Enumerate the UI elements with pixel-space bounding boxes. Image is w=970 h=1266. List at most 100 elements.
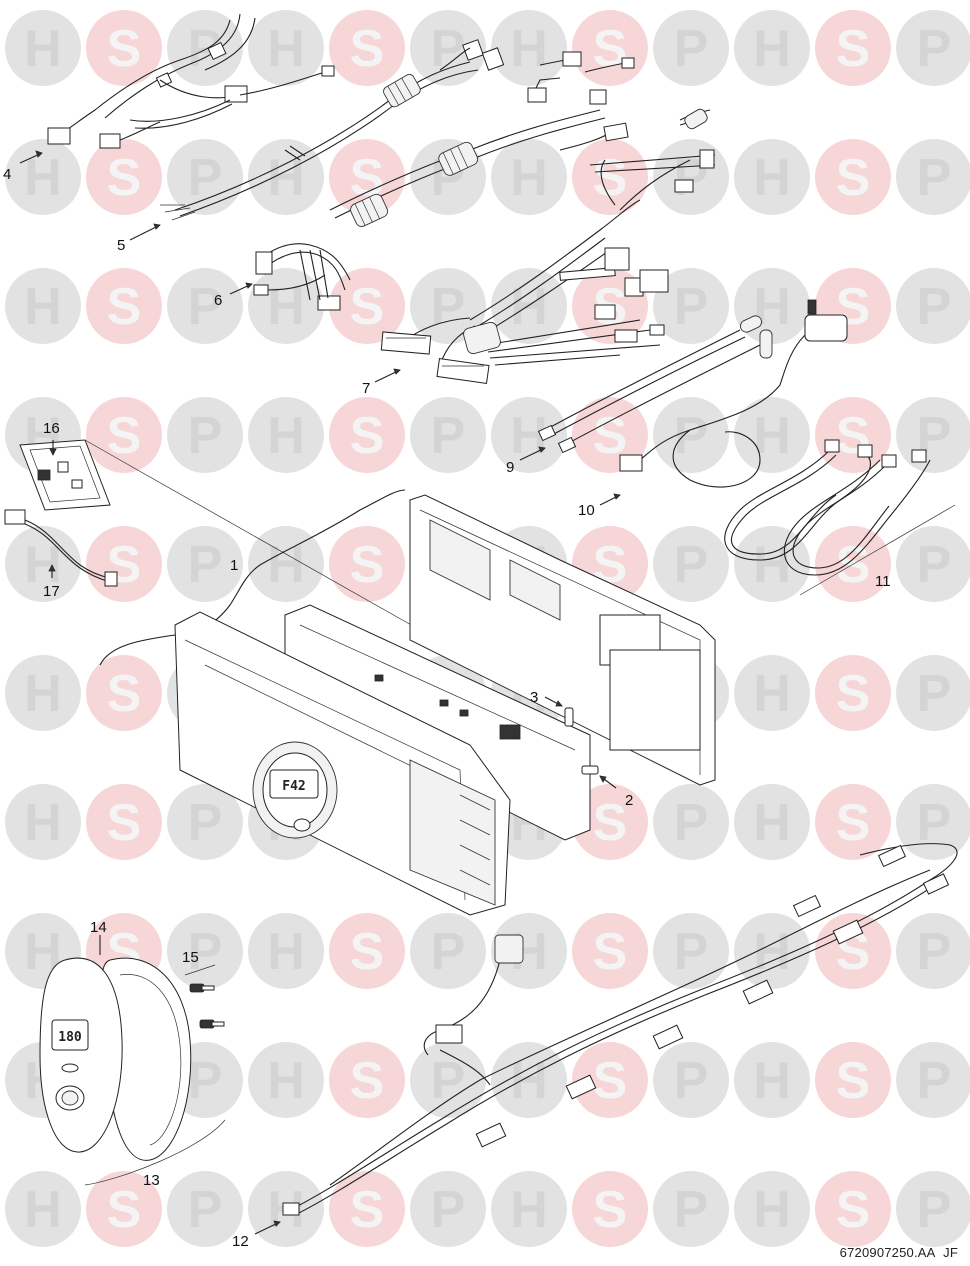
watermark-circle <box>734 10 810 86</box>
watermark-circle <box>491 268 567 344</box>
watermark-letter: P <box>917 665 952 723</box>
watermark-letter: P <box>188 536 223 594</box>
watermark-circle <box>572 913 648 989</box>
callout-14: 14 <box>90 919 107 936</box>
watermark-letter: H <box>510 149 548 207</box>
watermark-circle <box>5 10 81 86</box>
callout-1: 1 <box>230 557 238 574</box>
watermark-letter: S <box>836 149 871 207</box>
watermark-circle <box>653 913 729 989</box>
watermark-circle <box>815 1171 891 1247</box>
loop-cable-part-11 <box>724 439 956 596</box>
watermark-letter: H <box>510 20 548 78</box>
watermark-letter: H <box>24 278 62 336</box>
callout-17: 17 <box>43 583 60 600</box>
watermark-circle <box>815 784 891 860</box>
watermark-letter: H <box>753 923 791 981</box>
watermark-letter: S <box>107 665 142 723</box>
watermark-circle <box>653 10 729 86</box>
callout-labels: 1 2 3 4 5 6 7 9 10 11 12 13 14 15 16 17 <box>3 166 891 1250</box>
watermark-circle <box>896 526 970 602</box>
watermark-letter: H <box>753 794 791 852</box>
callout-11: 11 <box>875 573 891 590</box>
watermark-circle <box>5 655 81 731</box>
watermark-letter: S <box>836 536 871 594</box>
callout-5: 5 <box>117 237 125 254</box>
watermark-circle <box>86 139 162 215</box>
watermark-circle <box>653 268 729 344</box>
watermark-circle <box>734 526 810 602</box>
watermark-circle <box>5 784 81 860</box>
watermark-letter: H <box>24 20 62 78</box>
watermark-circle <box>167 913 243 989</box>
watermark-circle <box>329 526 405 602</box>
watermark-letter: P <box>431 278 466 336</box>
watermark-letter: S <box>350 407 385 465</box>
callout-12: 12 <box>232 1233 249 1250</box>
screws-part-15 <box>184 964 225 1029</box>
watermark-circle <box>491 139 567 215</box>
watermark-circle <box>896 655 970 731</box>
watermark-letter: H <box>510 1052 548 1110</box>
watermark-circle <box>653 1042 729 1118</box>
watermark-circle <box>572 139 648 215</box>
watermark-circle <box>5 526 81 602</box>
watermark-letter: H <box>753 1052 791 1110</box>
watermark-letter: S <box>350 20 385 78</box>
doc-ref-initials: JF <box>943 1245 958 1260</box>
callout-4: 4 <box>3 166 11 183</box>
watermark-letter: S <box>593 1181 628 1239</box>
watermark-circle <box>410 1042 486 1118</box>
document-reference: 6720907250.AA JF <box>840 1245 958 1260</box>
watermark-letter: P <box>431 407 466 465</box>
watermark-letter: H <box>24 1181 62 1239</box>
watermark-letter: H <box>267 1052 305 1110</box>
watermark-circle <box>167 397 243 473</box>
watermark-circle <box>5 1171 81 1247</box>
watermark-letter: S <box>593 1052 628 1110</box>
watermark-circle <box>329 1171 405 1247</box>
callout-7: 7 <box>362 380 370 397</box>
watermark-letter: S <box>107 20 142 78</box>
main-display-readout: F42 <box>282 779 305 794</box>
doc-ref-number: 6720907250.AA <box>839 1245 936 1260</box>
watermark-letter: H <box>753 149 791 207</box>
watermark-circle <box>491 10 567 86</box>
watermark-circle <box>5 268 81 344</box>
watermark-letter: S <box>836 1052 871 1110</box>
watermark-letter: P <box>188 1052 223 1110</box>
watermark-circle <box>86 655 162 731</box>
watermark-circle <box>653 784 729 860</box>
watermark-letter: H <box>753 20 791 78</box>
watermark-letter: H <box>267 20 305 78</box>
watermark-letter: S <box>350 923 385 981</box>
watermark-letter: P <box>188 407 223 465</box>
watermark-circle <box>329 397 405 473</box>
watermark-circle <box>734 1042 810 1118</box>
watermark-circle <box>815 139 891 215</box>
watermark-letter: P <box>188 923 223 981</box>
watermark-circle <box>410 913 486 989</box>
watermark-letter: S <box>350 1052 385 1110</box>
watermark-letter: H <box>24 149 62 207</box>
watermark-letter: P <box>917 536 952 594</box>
watermark-circle <box>734 1171 810 1247</box>
watermark-letter: H <box>24 665 62 723</box>
watermark-circle <box>86 1171 162 1247</box>
watermark-circle <box>248 10 324 86</box>
watermark-letter: H <box>510 1181 548 1239</box>
callout-10: 10 <box>578 502 595 519</box>
watermark-circle <box>491 1171 567 1247</box>
watermark-circle <box>329 10 405 86</box>
watermark-letter: S <box>593 794 628 852</box>
watermark-circle <box>572 397 648 473</box>
watermark-circle <box>329 139 405 215</box>
harness-part-6-7 <box>253 51 716 384</box>
watermark-letter: P <box>674 536 709 594</box>
watermark-circle <box>491 397 567 473</box>
watermark-letter: S <box>107 1181 142 1239</box>
watermark-letter: H <box>267 278 305 336</box>
watermark-circle <box>167 784 243 860</box>
watermark-letter: P <box>917 1052 952 1110</box>
watermark-circle <box>734 913 810 989</box>
